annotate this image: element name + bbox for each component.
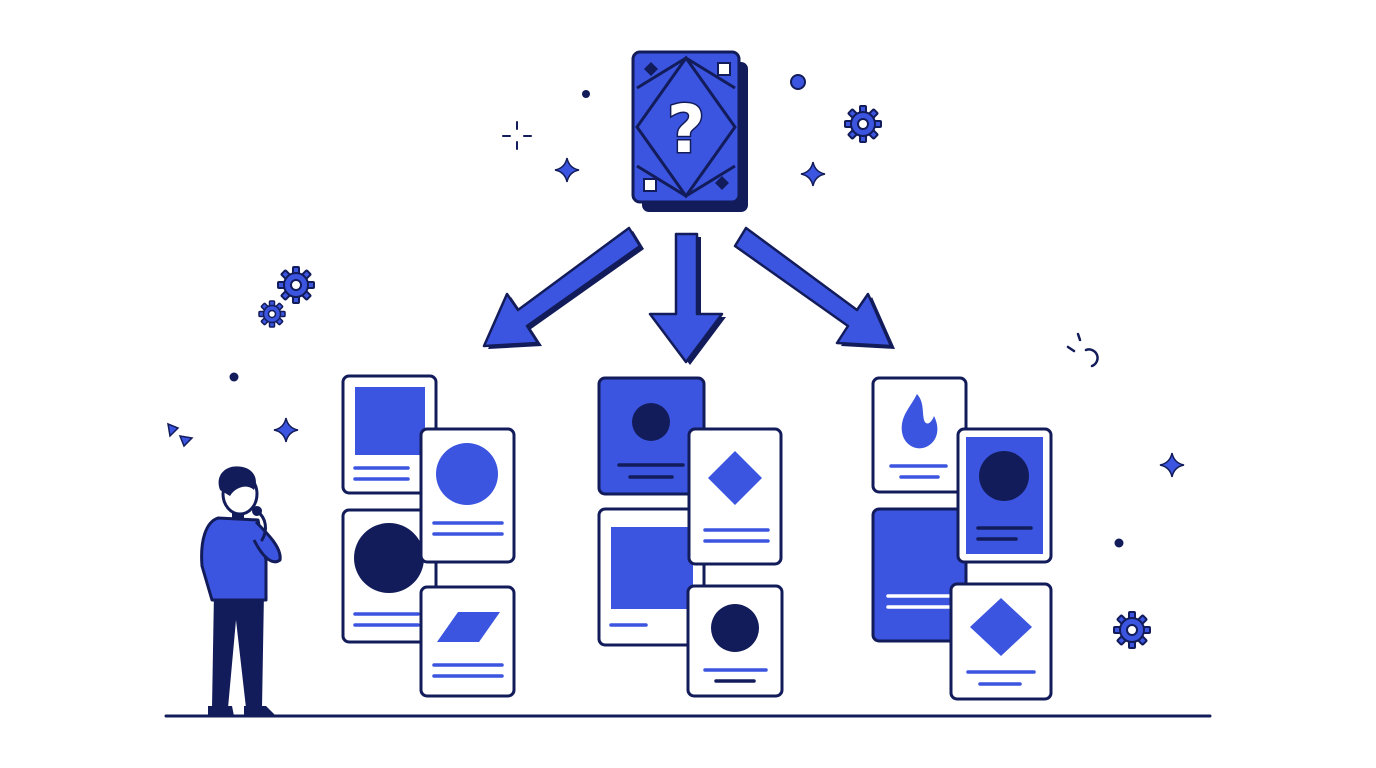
- sparkle-outline-icon: [502, 121, 532, 150]
- sparkle-icon: [273, 417, 299, 443]
- card-left-3: [341, 508, 438, 644]
- gear-icon-top-right: [844, 105, 882, 143]
- arrow-right-icon: [733, 226, 895, 349]
- card-group-center: [597, 376, 784, 698]
- card-right-2: [956, 427, 1053, 564]
- squiggle-icon: [1066, 332, 1099, 368]
- gear-icon-left-small: [258, 300, 286, 328]
- sparkle-icon: [1159, 452, 1185, 478]
- card-left-4: [419, 585, 516, 698]
- dot-decoration: [229, 372, 239, 382]
- card-left-2: [419, 427, 516, 564]
- card-center-1: [597, 376, 706, 496]
- card-center-3: [597, 507, 706, 647]
- thinking-person: [200, 466, 282, 716]
- card-right-1: [871, 376, 968, 494]
- card-right-3: [871, 507, 968, 643]
- sparkle-icon: [800, 161, 826, 187]
- flame-icon: [901, 394, 938, 449]
- gear-icon-bottom-right: [1113, 611, 1151, 649]
- dot-decoration: [582, 90, 590, 98]
- card-group-right: [871, 376, 1053, 701]
- confetti-icon: [167, 422, 194, 448]
- card-group-left: [341, 374, 516, 698]
- dot-decoration: [1114, 538, 1124, 548]
- card-left-1: [341, 374, 438, 495]
- arrow-down-icon: [648, 232, 726, 365]
- question-mark-glyph: ?: [667, 91, 705, 168]
- sparkle-icon: [554, 157, 580, 183]
- gear-icon-left-large: [277, 266, 315, 304]
- card-right-4: [949, 582, 1053, 701]
- card-center-2: [687, 427, 783, 566]
- card-center-4: [686, 584, 784, 698]
- arrow-left-icon: [482, 226, 644, 349]
- dot-decoration: [790, 74, 806, 90]
- mystery-card: ?: [631, 50, 748, 212]
